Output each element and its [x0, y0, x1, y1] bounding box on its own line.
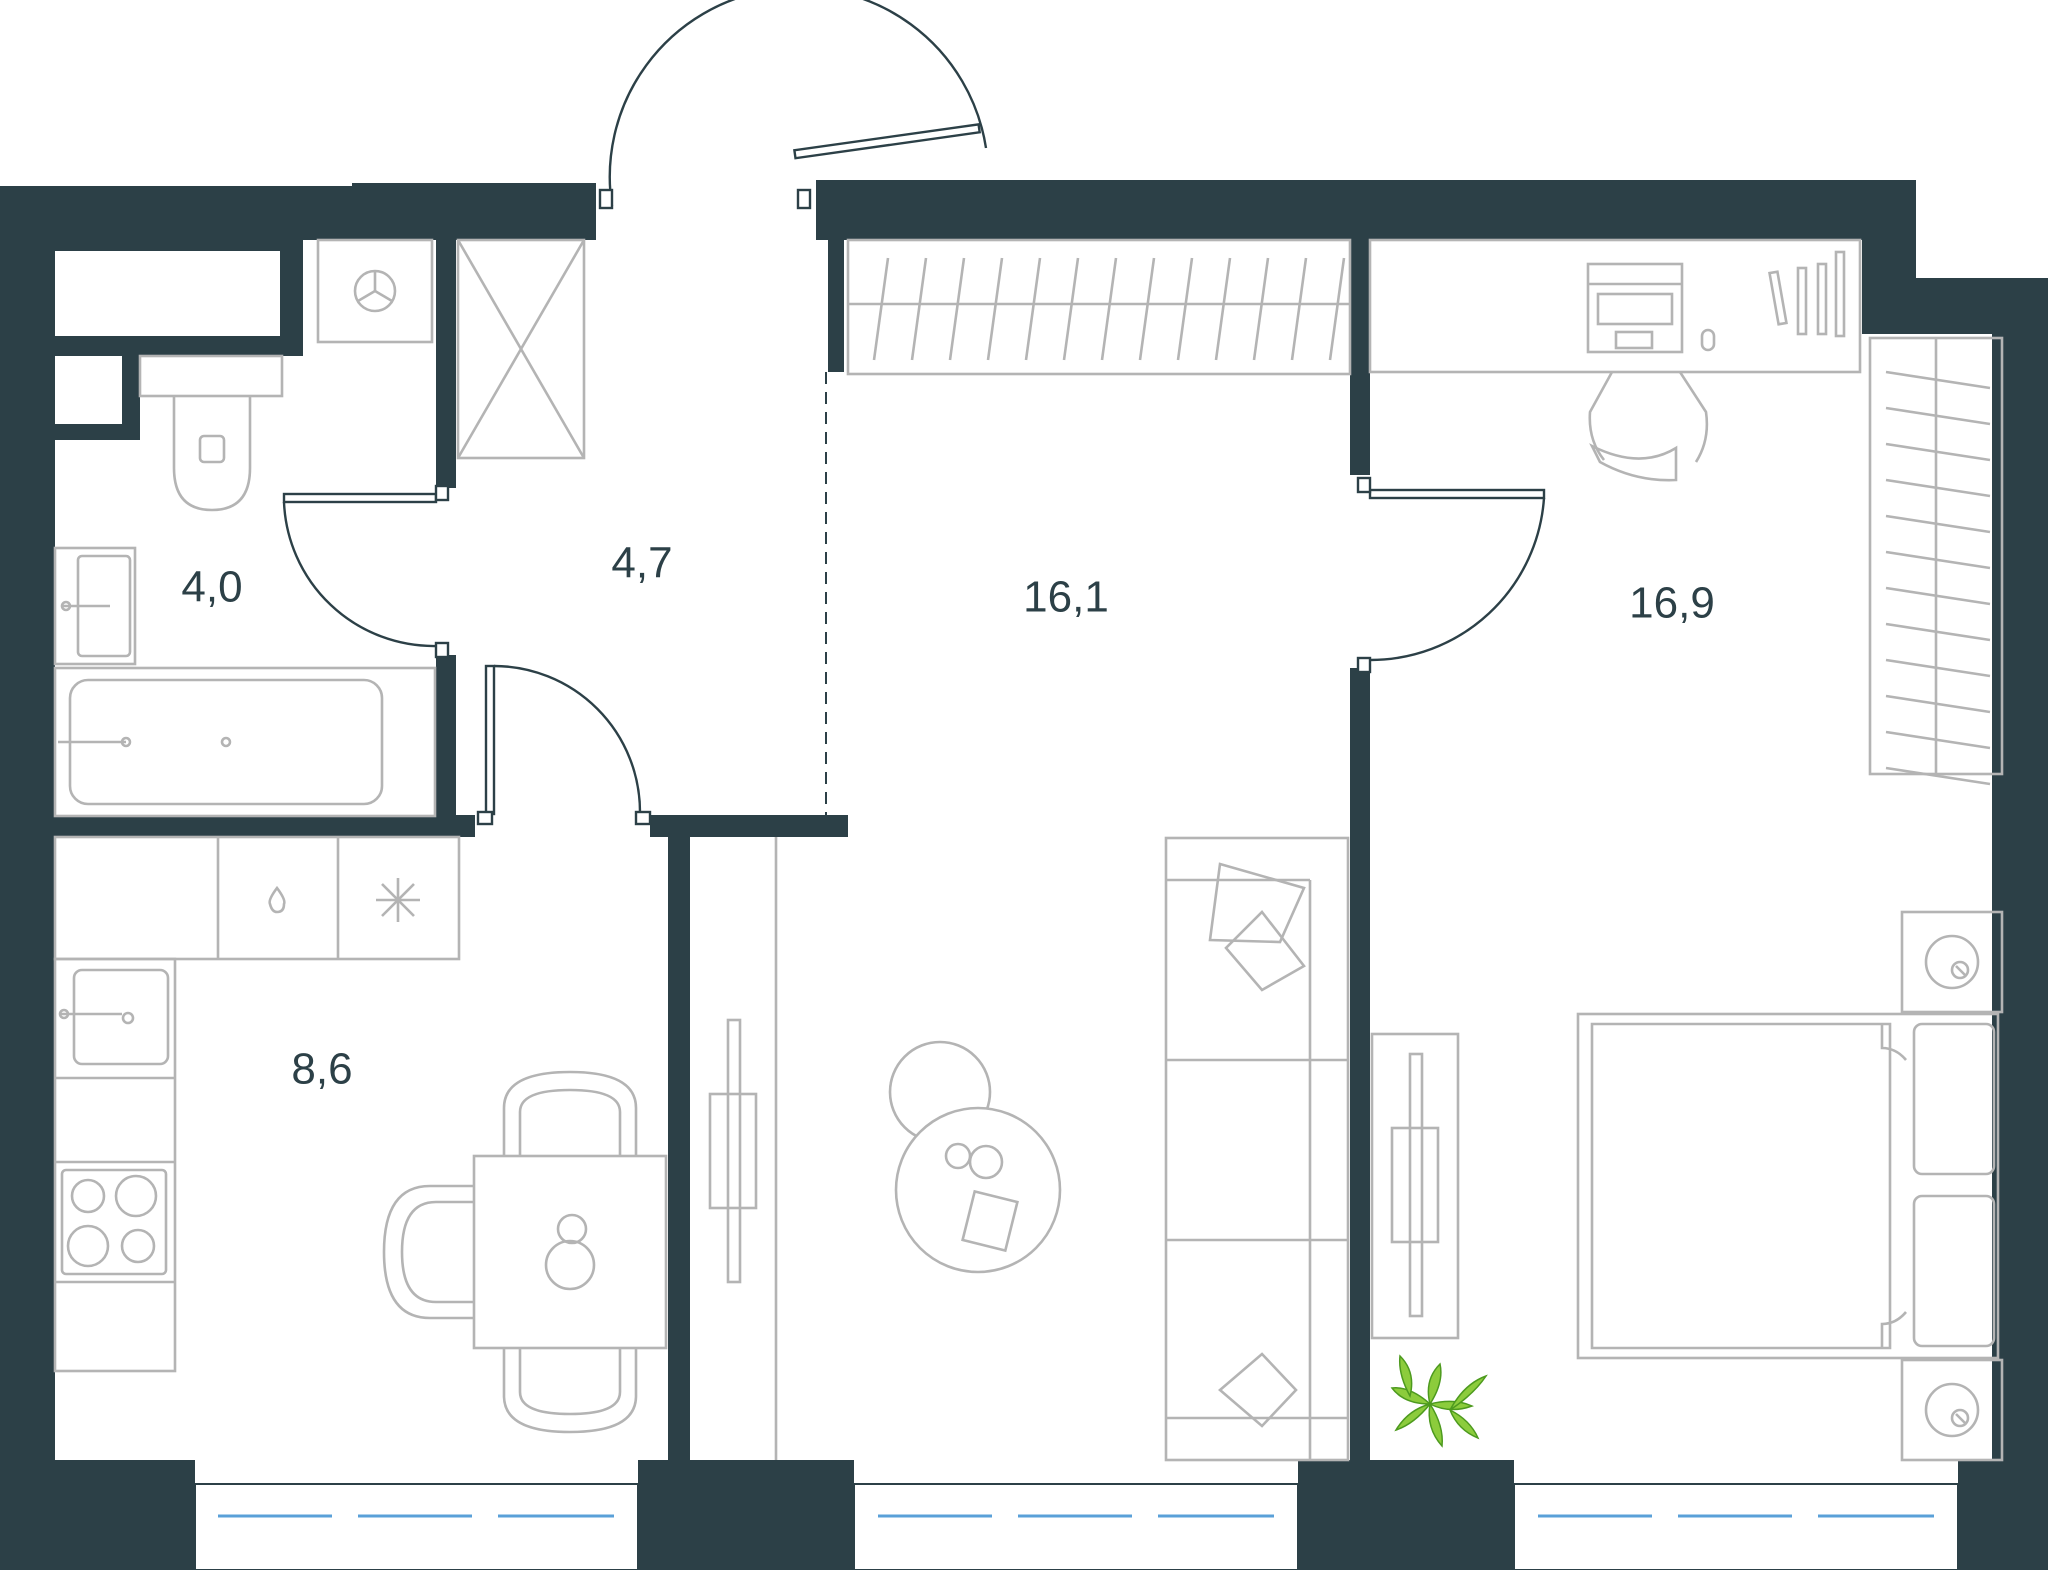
kitchen-door[interactable]	[476, 664, 652, 826]
bathroom-door[interactable]	[282, 484, 450, 659]
wardrobe-hanger-line	[1885, 586, 1991, 606]
wardrobe-hanger-line	[1885, 622, 1991, 642]
bed	[1576, 1012, 2000, 1360]
wardrobe-hanger-line	[1328, 257, 1346, 361]
sofa	[1164, 836, 1350, 1462]
wardrobe-hanger-line	[1290, 257, 1308, 361]
wardrobe-hanger-line	[1062, 257, 1080, 361]
wardrobe-hanger-line	[1885, 406, 1991, 426]
shower-icon	[456, 238, 586, 460]
room-area-living-room: 16,1	[1023, 573, 1109, 622]
tv-stand-living	[708, 837, 778, 1460]
water-drop-icon	[268, 885, 286, 914]
nightstand-bottom	[1900, 1358, 2004, 1462]
wardrobe-hanger-line	[1885, 370, 1991, 390]
wardrobe-living	[846, 238, 1352, 376]
bathtub-icon	[53, 666, 437, 818]
window-living-room	[853, 1483, 1299, 1570]
wardrobe-bedroom	[1868, 336, 2004, 786]
room-area-hallway: 4,7	[611, 539, 672, 588]
room-area-bedroom: 16,9	[1629, 579, 1715, 628]
wardrobe-hanger-line	[1252, 257, 1270, 361]
nightstand-top	[1900, 910, 2004, 1014]
wardrobe-hanger-line	[872, 257, 890, 361]
kitchen-cabinets	[53, 835, 461, 1373]
toilet-icon	[138, 354, 284, 512]
wardrobe-hanger-line	[1885, 478, 1991, 498]
wardrobe-hanger-line	[986, 257, 1004, 361]
wardrobe-hanger-line	[1138, 257, 1156, 361]
tv-stand-bedroom	[1370, 1032, 1460, 1340]
sink-icon	[53, 546, 137, 666]
wardrobe-hanger-line	[910, 257, 928, 361]
wardrobe-hanger-line	[1885, 442, 1991, 462]
wardrobe-hanger-line	[1885, 658, 1991, 678]
window-bedroom	[1513, 1483, 1959, 1570]
wardrobe-hanger-line	[1885, 550, 1991, 570]
washing-machine-icon	[316, 238, 434, 344]
wardrobe-hanger-line	[1176, 257, 1194, 361]
wardrobe-hanger-line	[1024, 257, 1042, 361]
desk-chair	[1588, 371, 1709, 482]
dining-chair-left	[382, 1184, 474, 1320]
plant-icon	[1390, 1354, 1488, 1448]
fridge-icon	[376, 878, 420, 922]
stove-icon	[60, 1168, 168, 1276]
coffee-table	[888, 1040, 1062, 1274]
interior-walls	[55, 240, 1370, 1460]
entrance-door[interactable]	[598, 0, 988, 210]
window-kitchen	[194, 1483, 639, 1570]
desk	[1368, 238, 1862, 374]
wardrobe-hanger-line	[1100, 257, 1118, 361]
room-area-bathroom: 4,0	[181, 563, 242, 612]
kitchen-sink-icon	[58, 968, 170, 1066]
wardrobe-hanger-line	[1214, 257, 1232, 361]
dining-chair-bottom	[502, 1348, 638, 1434]
room-area-kitchen: 8,6	[291, 1045, 352, 1094]
bedroom-door[interactable]	[1356, 476, 1546, 674]
wardrobe-hanger-line	[1885, 694, 1991, 714]
wardrobe-hanger-line	[1885, 514, 1991, 534]
dining-chair-top	[502, 1070, 638, 1156]
wardrobe-hanger-line	[948, 257, 966, 361]
exterior-walls	[0, 180, 2048, 1570]
dining-table	[472, 1154, 668, 1350]
wardrobe-hanger-line	[1885, 766, 1991, 786]
wardrobe-hanger-line	[1885, 730, 1991, 750]
